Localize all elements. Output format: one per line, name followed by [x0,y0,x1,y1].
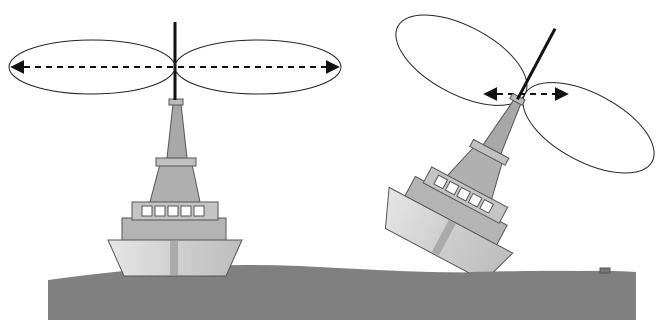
antenna-icon [517,29,555,100]
radiation-lobe-icon [509,64,662,192]
buoy-icon [600,268,610,273]
bridge-windows [142,206,204,216]
superstructure [150,164,200,202]
upright-ship [9,22,341,276]
tilted-ship [371,0,662,287]
hull-stripe [170,241,178,275]
mast [167,104,187,158]
upper-deck [156,158,196,166]
sea-waterline [470,271,636,282]
deck [122,218,226,240]
